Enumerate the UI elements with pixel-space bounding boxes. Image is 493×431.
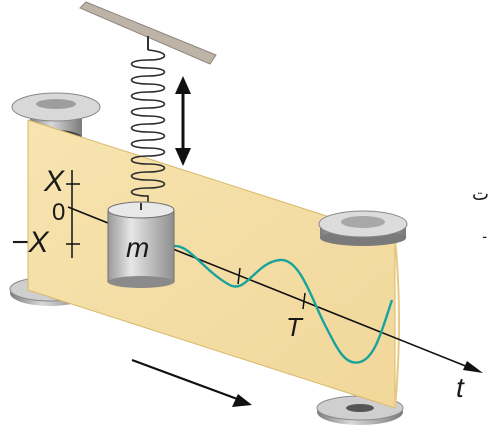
label-period: T bbox=[286, 312, 304, 342]
spring bbox=[130, 36, 166, 205]
label-time: t bbox=[456, 372, 465, 403]
label-amplitude-top: X bbox=[43, 165, 65, 198]
roller-bottom-right bbox=[316, 395, 404, 425]
oscillation-arrow-icon bbox=[175, 76, 191, 166]
paper-feed-arrow-icon bbox=[131, 358, 252, 407]
sine-wave-trace bbox=[167, 244, 394, 364]
mass-block bbox=[107, 201, 175, 288]
amplitude-scale bbox=[66, 170, 80, 258]
label-mass: m bbox=[126, 232, 149, 263]
label-zero: 0 bbox=[52, 199, 65, 226]
ceiling-support bbox=[79, 1, 217, 65]
cut-off-text-1: ت bbox=[472, 184, 489, 204]
paper-strip bbox=[27, 119, 400, 409]
label-amplitude-bottom: −X bbox=[11, 226, 50, 259]
cut-off-text-2: ۔ bbox=[480, 225, 489, 242]
roller-top-right bbox=[318, 210, 408, 246]
